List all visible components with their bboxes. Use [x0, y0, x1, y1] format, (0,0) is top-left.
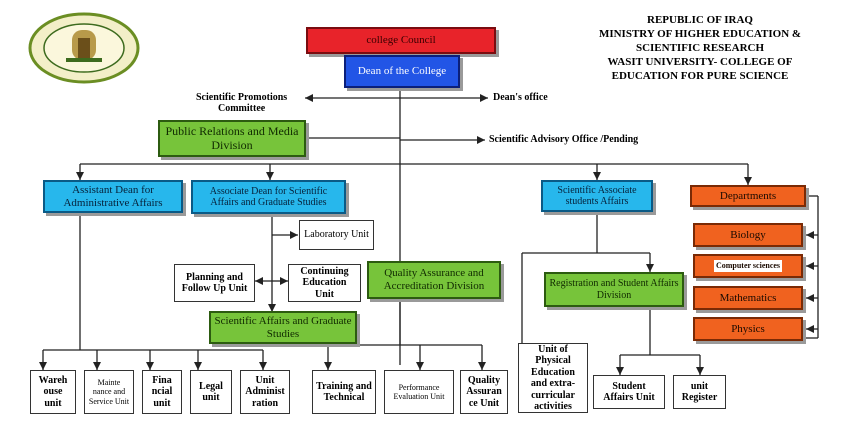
department-biology-box[interactable]: Biology — [693, 223, 803, 247]
continuing-education-box[interactable]: Continuing Education Unit — [288, 264, 361, 302]
registration-division-box[interactable]: Registration and Student Affairs Divisio… — [544, 272, 684, 307]
assistant-dean-box[interactable]: Assistant Dean for Administrative Affair… — [43, 180, 183, 213]
departments-box[interactable]: Departments — [690, 185, 806, 207]
department-physics-box[interactable]: Physics — [693, 317, 803, 341]
advisory-office-label: Scientific Advisory Office /Pending — [489, 134, 639, 145]
computer-sciences-label: Computer sciences — [713, 260, 783, 272]
physical-education-unit-box[interactable]: Unit of Physical Education and extra-cur… — [518, 343, 588, 413]
quality-assurance-division-box[interactable]: Quality Assurance and Accreditation Divi… — [367, 261, 501, 299]
deans-office-label: Dean's office — [493, 92, 548, 103]
training-unit-box[interactable]: Training and Technical — [312, 370, 376, 414]
scientific-affairs-graduate-box[interactable]: Scientific Affairs and Graduate Studies — [209, 311, 357, 344]
college-council-box[interactable]: college Council — [306, 27, 496, 54]
promotions-committee-label: Scientific Promotions Committee — [196, 92, 287, 114]
header-line: SCIENTIFIC RESEARCH — [635, 42, 765, 54]
unit-register-box[interactable]: unit Register — [673, 375, 726, 409]
student-affairs-unit-box[interactable]: Student Affairs Unit — [593, 375, 665, 409]
promotions-label-line: Committee — [218, 103, 266, 114]
header-line: EDUCATION FOR PURE SCIENCE — [611, 70, 789, 82]
department-mathematics-box[interactable]: Mathematics — [693, 286, 803, 310]
legal-unit-box[interactable]: Legal unit — [190, 370, 232, 414]
quality-unit-box[interactable]: Quality Assuran ce Unit — [460, 370, 508, 414]
promotions-label-line: Scientific Promotions — [196, 92, 288, 103]
dean-box[interactable]: Dean of the College — [344, 55, 460, 88]
public-relations-box[interactable]: Public Relations and Media Division — [158, 120, 306, 157]
header-line: REPUBLIC OF IRAQ — [647, 14, 753, 26]
financial-unit-box[interactable]: Fina ncial unit — [142, 370, 182, 414]
associate-students-box[interactable]: Scientific Associate students Affairs — [541, 180, 653, 212]
department-computer-sciences-box[interactable]: Computer sciences — [693, 254, 803, 278]
header-line: MINISTRY OF HIGHER EDUCATION & — [598, 28, 802, 40]
planning-unit-box[interactable]: Planning and Follow Up Unit — [174, 264, 255, 302]
associate-dean-scientific-box[interactable]: Associate Dean for Scientific Affairs an… — [191, 180, 346, 214]
ministry-header: REPUBLIC OF IRAQ MINISTRY OF HIGHER EDUC… — [590, 13, 810, 83]
header-line: WASIT UNIVERSITY- COLLEGE OF — [607, 56, 793, 68]
performance-unit-box[interactable]: Performance Evaluation Unit — [384, 370, 454, 414]
maintenance-unit-box[interactable]: Mainte nance and Service Unit — [84, 370, 134, 414]
laboratory-unit-box[interactable]: Laboratory Unit — [299, 220, 374, 250]
administration-unit-box[interactable]: Unit Administ ration — [240, 370, 290, 414]
warehouse-unit-box[interactable]: Wareh ouse unit — [30, 370, 76, 414]
university-logo — [28, 12, 140, 84]
